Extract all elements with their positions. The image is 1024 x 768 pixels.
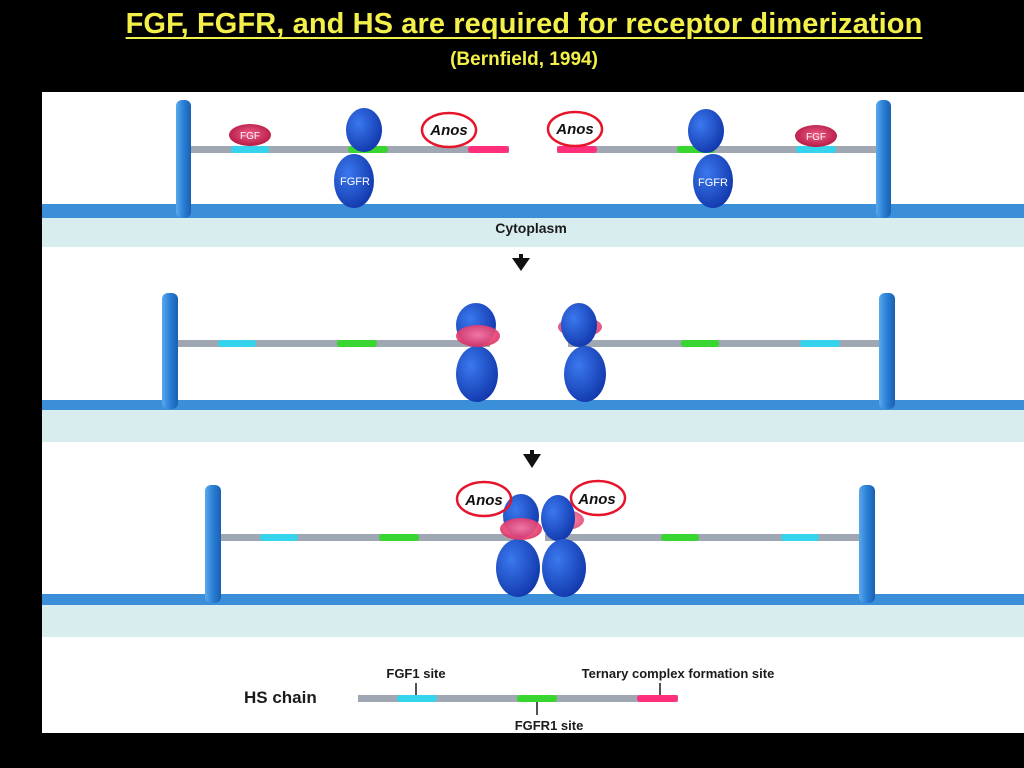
cell-membrane	[42, 594, 1024, 605]
fgfr-upper-lobe	[541, 495, 575, 541]
fgfr-upper-lobe	[688, 109, 724, 153]
core-protein-pillar	[162, 293, 178, 409]
fgf-label: FGF	[240, 131, 260, 142]
slide-title: FGF, FGFR, and HS are required for recep…	[125, 8, 923, 40]
ternary-site-label: Ternary complex formation site	[582, 666, 775, 681]
fgf1-site	[231, 146, 269, 153]
fgfr1-site	[379, 534, 419, 541]
fgf1-site	[781, 534, 819, 541]
fgf1-site-label: FGF1 site	[386, 666, 445, 681]
fgfr-label: FGFR	[698, 177, 728, 189]
fgfr1-site	[337, 340, 377, 347]
stage-2-ternary-approach	[42, 293, 1024, 442]
legend-ternary-site	[637, 695, 678, 702]
fgfr1-site	[661, 534, 699, 541]
fgfr-lower-lobe	[693, 154, 733, 208]
fgf-ligand	[229, 124, 271, 146]
hs-chain	[221, 534, 521, 541]
ternary-site	[468, 146, 509, 153]
anos-highlight-ring	[569, 479, 627, 517]
hs-chain	[545, 534, 859, 541]
hs-chain-legend: HS chain FGF1 site Ternary complex forma…	[244, 666, 774, 733]
fgf1-site	[260, 534, 298, 541]
ternary-site	[557, 146, 597, 153]
cell-membrane	[42, 204, 1024, 218]
legend-fgf1-site	[397, 695, 437, 702]
fgf1-site	[218, 340, 256, 347]
cytoplasm-band	[42, 604, 1024, 637]
diagram-panel: Cytoplasm FGF FGFR Anos FGF FGFR Anos	[42, 92, 1024, 733]
core-protein-pillar	[859, 485, 875, 603]
anos-highlight-ring	[546, 110, 604, 148]
hs-chain	[557, 146, 876, 153]
core-protein-pillar	[205, 485, 221, 603]
down-arrow-icon	[512, 258, 530, 271]
fgf1-site	[796, 146, 836, 153]
core-protein-pillar	[879, 293, 895, 409]
fgfr-lower-lobe	[496, 539, 540, 597]
core-protein-pillar	[876, 100, 891, 218]
fgfr-lower-lobe	[542, 539, 586, 597]
fgf-ligand	[795, 125, 837, 147]
stage-3-receptor-dimer: Anos Anos	[42, 479, 1024, 637]
anos-label: Anos	[429, 122, 468, 139]
fgfr-label: FGFR	[340, 176, 370, 188]
anos-highlight-ring	[455, 480, 513, 518]
fgf-ligand-bound	[500, 518, 542, 540]
fgfr-lower-lobe	[564, 346, 606, 402]
core-protein-pillar	[176, 100, 191, 218]
fgfr-upper-lobe	[561, 303, 597, 347]
anos-label: Anos	[555, 121, 594, 138]
fgfr-lower-lobe	[456, 346, 498, 402]
slide-citation: (Bernfield, 1994)	[450, 49, 598, 70]
cytoplasm-band	[42, 409, 1024, 442]
fgfr-lower-lobe	[334, 154, 374, 208]
dimerization-diagram: Cytoplasm FGF FGFR Anos FGF FGFR Anos	[42, 100, 1024, 733]
cytoplasm-label: Cytoplasm	[495, 220, 567, 236]
fgf-label: FGF	[806, 132, 826, 143]
fgfr1-site	[681, 340, 719, 347]
fgfr1-site-label: FGFR1 site	[515, 718, 584, 733]
legend-fgfr1-site	[517, 695, 557, 702]
anos-label: Anos	[577, 491, 616, 508]
fgf-ligand-bound	[456, 325, 500, 347]
hs-chain-label: HS chain	[244, 688, 317, 707]
anos-highlight-ring	[420, 111, 478, 149]
arrow-stem	[519, 254, 523, 260]
fgf1-site	[800, 340, 840, 347]
anos-label: Anos	[464, 492, 503, 509]
down-arrow-icon	[523, 454, 541, 468]
hs-chain	[178, 340, 490, 347]
fgfr-upper-lobe	[346, 108, 382, 152]
cytoplasm-band	[42, 217, 1024, 247]
cell-membrane	[42, 400, 1024, 410]
arrow-stem	[530, 450, 534, 456]
hs-chain	[568, 340, 879, 347]
stage-1-separate-complexes: Cytoplasm FGF FGFR Anos FGF FGFR Anos	[42, 100, 1024, 247]
